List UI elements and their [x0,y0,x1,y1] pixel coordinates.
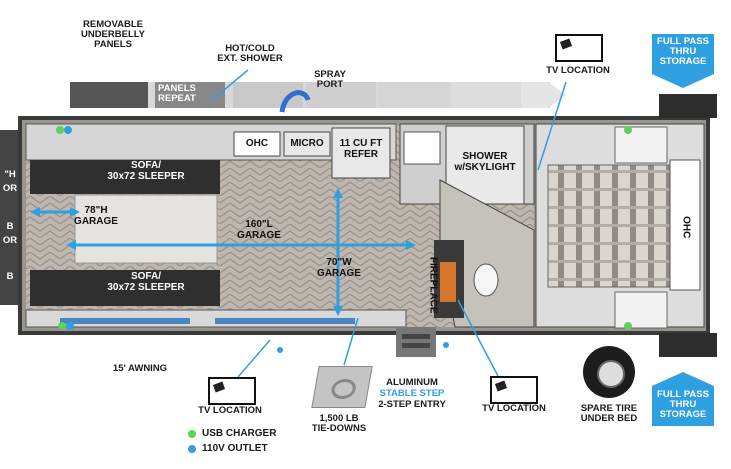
rear-left-cut-2: OR [2,183,18,194]
rear-left-cut-1: "H [4,169,16,180]
garage-width-label: 70"W GARAGE [317,257,361,279]
tiedowns-label: 1,500 LB TIE-DOWNS [311,413,367,434]
arrow-up-icon [652,372,714,386]
legend-outlet: 110V OUTLET [188,443,268,454]
tv-location-bottom-right-label: TV LOCATION [482,403,546,414]
garage-height-label: 78"H GARAGE [74,205,118,227]
spray-port-label: SPRAY PORT [314,69,346,90]
rear-left-cut-3: B [6,221,14,232]
usb-dot [188,429,196,438]
shower-label: SHOWER w/SKYLIGHT [454,151,516,173]
tv-location-bottom-left-label: TV LOCATION [198,405,262,416]
hot-cold-shower-label: HOT/COLD EXT. SHOWER [217,43,283,64]
underbelly-panel [155,82,225,108]
bed-shape [547,164,671,288]
tv-icon [555,34,603,62]
full-pass-bottom-label: FULL PASS THRU STORAGE [657,389,709,420]
rear-left-cut-5: B [6,271,14,282]
garage-length-label: 160"L GARAGE [237,219,281,241]
sofa-bottom-shape [30,270,220,306]
sofa-top-shape [30,160,220,194]
tv-icon [490,376,538,404]
legend-outlet-label: 110V OUTLET [202,443,268,454]
underbelly-panel-dark [70,82,148,108]
shower-hose-icon [279,90,311,113]
awning-label: 15' AWNING [112,363,168,374]
legend-usb: USB CHARGER [188,428,276,439]
sofa-bottom-label: SOFA/ 30x72 SLEEPER [107,271,185,293]
front-cap [0,130,20,305]
outlet-dot [188,444,196,453]
panels-repeat-label: PANELS REPEAT [158,83,196,104]
table-marble [74,194,218,264]
sofa-top-label: SOFA/ 30x72 SLEEPER [107,160,185,182]
two-step-entry-label: 2-STEP ENTRY [378,399,446,410]
legend-usb-label: USB CHARGER [202,428,277,439]
tv-location-top-label: TV LOCATION [546,65,610,76]
stable-step-label: STABLE STEP [379,388,445,399]
rear-left-cut-4: OR [2,235,18,246]
spare-tire-label: SPARE TIRE UNDER BED [580,403,638,424]
ohc-kitchen-label: OHC [245,138,269,149]
tv-icon [208,377,256,405]
aluminum-label: ALUMINUM [386,377,438,388]
full-pass-top-label: FULL PASS THRU STORAGE [657,36,709,67]
tie-down-icon [311,366,373,408]
spare-tire-icon [583,346,635,398]
fireplace-label: FIREPLACE [427,256,439,314]
ohc-bed-label: OHC [680,216,692,239]
underbelly-label: REMOVABLE UNDERBELLY PANELS [80,19,146,50]
arrow-down-icon [652,34,714,74]
refer-label: 11 CU FT REFER [339,138,383,160]
micro-label: MICRO [290,138,324,149]
